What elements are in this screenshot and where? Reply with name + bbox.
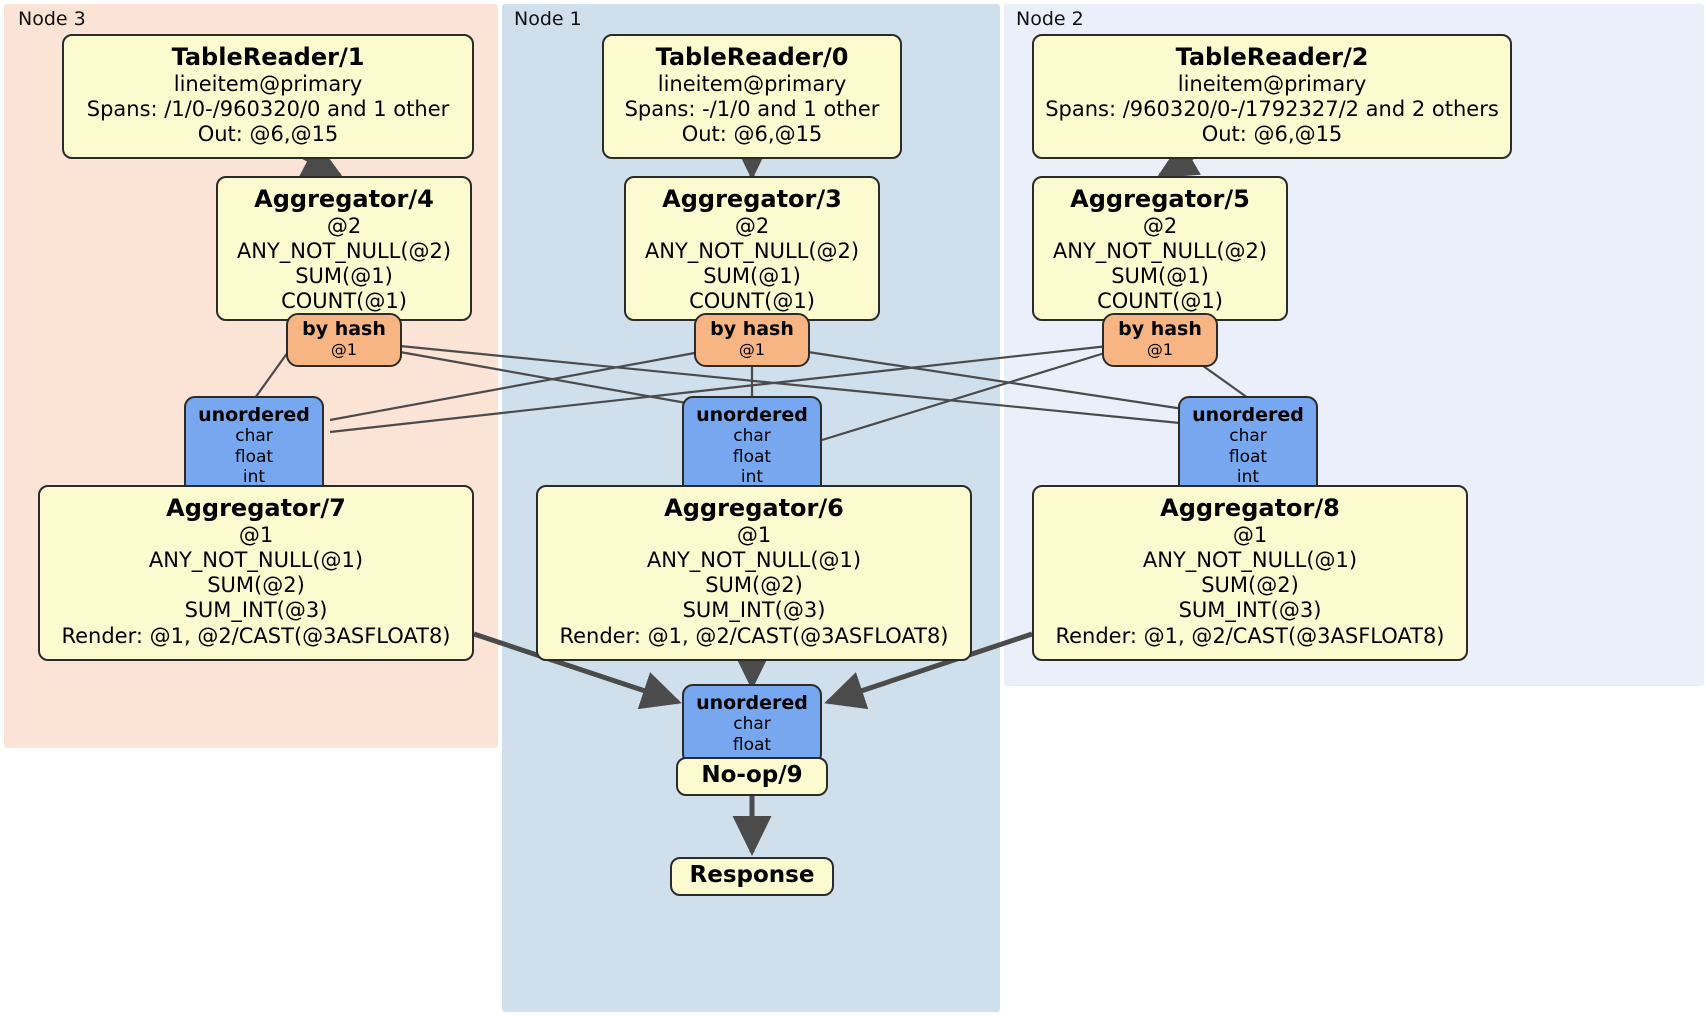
receiver-title: unordered xyxy=(1192,404,1304,426)
processor-detail-line: SUM(@1) xyxy=(295,264,393,289)
processor-detail-line: SUM(@1) xyxy=(1111,264,1209,289)
receiver-type-line: char xyxy=(1229,426,1267,447)
receiver-type-line: int xyxy=(740,467,764,488)
processor-title: Aggregator/7 xyxy=(166,494,346,522)
receiver-type-line: float xyxy=(234,446,274,467)
processor-aggregator-5[interactable]: Aggregator/5 @2 ANY_NOT_NULL(@2) SUM(@1)… xyxy=(1032,176,1288,321)
receiver-title: unordered xyxy=(696,404,808,426)
processor-response[interactable]: Response xyxy=(670,857,834,896)
processor-tablereader-1[interactable]: TableReader/1 lineitem@primary Spans: /1… xyxy=(62,34,474,160)
receiver-title: unordered xyxy=(696,692,808,714)
receiver-title: unordered xyxy=(198,404,310,426)
processor-aggregator-8[interactable]: Aggregator/8 @1 ANY_NOT_NULL(@1) SUM(@2)… xyxy=(1032,485,1468,661)
processor-detail-line: SUM(@2) xyxy=(1201,573,1299,598)
processor-detail-line: lineitem@primary xyxy=(1177,71,1367,96)
receiver-unordered-left[interactable]: unordered char float int xyxy=(184,396,324,498)
processor-noop-9[interactable]: No-op/9 xyxy=(676,757,828,796)
processor-detail-line: @2 xyxy=(326,213,362,238)
processor-aggregator-4[interactable]: Aggregator/4 @2 ANY_NOT_NULL(@2) SUM(@1)… xyxy=(216,176,472,321)
processor-detail-line: ANY_NOT_NULL(@2) xyxy=(1052,239,1268,264)
processor-detail-line: ANY_NOT_NULL(@1) xyxy=(646,548,862,573)
processor-detail-line: ANY_NOT_NULL(@2) xyxy=(236,239,452,264)
processor-detail-line: SUM_INT(@3) xyxy=(184,598,328,623)
panel-label-node-1: Node 1 xyxy=(514,8,582,30)
processor-detail-line: SUM(@2) xyxy=(705,573,803,598)
processor-title: No-op/9 xyxy=(701,762,803,788)
processor-detail-line: SUM(@1) xyxy=(703,264,801,289)
router-title: by hash xyxy=(1118,318,1202,340)
receiver-unordered-right[interactable]: unordered char float int xyxy=(1178,396,1318,498)
router-title: by hash xyxy=(302,318,386,340)
receiver-type-line: float xyxy=(732,734,772,755)
processor-aggregator-3[interactable]: Aggregator/3 @2 ANY_NOT_NULL(@2) SUM(@1)… xyxy=(624,176,880,321)
panel-label-node-3: Node 3 xyxy=(18,8,86,30)
processor-render-line: Render: @1, @2/CAST(@3ASFLOAT8) xyxy=(61,623,451,648)
processor-detail-line: Out: @6,@15 xyxy=(1201,122,1343,147)
router-detail-line: @1 xyxy=(738,339,766,359)
router-by-hash-center[interactable]: by hash @1 xyxy=(694,313,810,368)
processor-tablereader-2[interactable]: TableReader/2 lineitem@primary Spans: /9… xyxy=(1032,34,1512,160)
processor-detail-line: Spans: /960320/0-/1792327/2 and 2 others xyxy=(1045,97,1499,122)
processor-detail-line: Spans: /1/0-/960320/0 and 1 other xyxy=(86,97,450,122)
processor-render-line: Render: @1, @2/CAST(@3ASFLOAT8) xyxy=(559,623,949,648)
processor-detail-line: @1 xyxy=(238,522,274,547)
router-detail-line: @1 xyxy=(330,339,358,359)
processor-title: Aggregator/6 xyxy=(664,494,844,522)
receiver-type-line: char xyxy=(235,426,273,447)
processor-detail-line: @1 xyxy=(736,522,772,547)
processor-title: TableReader/2 xyxy=(1175,43,1369,71)
router-detail-line: @1 xyxy=(1146,339,1174,359)
processor-detail-line: @2 xyxy=(734,213,770,238)
processor-detail-line: lineitem@primary xyxy=(657,71,847,96)
processor-title: TableReader/1 xyxy=(171,43,365,71)
receiver-type-line: char xyxy=(733,714,771,735)
router-by-hash-right[interactable]: by hash @1 xyxy=(1102,313,1218,368)
receiver-type-line: int xyxy=(1236,467,1260,488)
panel-label-node-2: Node 2 xyxy=(1016,8,1084,30)
processor-detail-line: SUM_INT(@3) xyxy=(1178,598,1322,623)
router-by-hash-left[interactable]: by hash @1 xyxy=(286,313,402,368)
processor-detail-line: SUM_INT(@3) xyxy=(682,598,826,623)
processor-detail-line: COUNT(@1) xyxy=(1097,289,1223,314)
receiver-unordered-final[interactable]: unordered char float xyxy=(682,684,822,766)
processor-tablereader-0[interactable]: TableReader/0 lineitem@primary Spans: -/… xyxy=(602,34,902,160)
processor-detail-line: Out: @6,@15 xyxy=(197,122,339,147)
processor-title: Response xyxy=(689,862,815,888)
processor-detail-line: SUM(@2) xyxy=(207,573,305,598)
processor-title: Aggregator/8 xyxy=(1160,494,1340,522)
processor-detail-line: @2 xyxy=(1142,213,1178,238)
receiver-unordered-center[interactable]: unordered char float int xyxy=(682,396,822,498)
processor-title: Aggregator/3 xyxy=(662,185,842,213)
receiver-type-line: char xyxy=(733,426,771,447)
processor-detail-line: Spans: -/1/0 and 1 other xyxy=(624,97,880,122)
receiver-type-line: float xyxy=(732,446,772,467)
processor-detail-line: COUNT(@1) xyxy=(689,289,815,314)
processor-aggregator-6[interactable]: Aggregator/6 @1 ANY_NOT_NULL(@1) SUM(@2)… xyxy=(536,485,972,661)
processor-title: TableReader/0 xyxy=(655,43,849,71)
processor-render-line: Render: @1, @2/CAST(@3ASFLOAT8) xyxy=(1055,623,1445,648)
processor-detail-line: @1 xyxy=(1232,522,1268,547)
processor-detail-line: Out: @6,@15 xyxy=(681,122,823,147)
processor-aggregator-7[interactable]: Aggregator/7 @1 ANY_NOT_NULL(@1) SUM(@2)… xyxy=(38,485,474,661)
processor-detail-line: ANY_NOT_NULL(@1) xyxy=(1142,548,1358,573)
receiver-type-line: int xyxy=(242,467,266,488)
processor-detail-line: lineitem@primary xyxy=(173,71,363,96)
processor-detail-line: COUNT(@1) xyxy=(281,289,407,314)
processor-title: Aggregator/4 xyxy=(254,185,434,213)
router-title: by hash xyxy=(710,318,794,340)
processor-detail-line: ANY_NOT_NULL(@1) xyxy=(148,548,364,573)
receiver-type-line: float xyxy=(1228,446,1268,467)
processor-title: Aggregator/5 xyxy=(1070,185,1250,213)
processor-detail-line: ANY_NOT_NULL(@2) xyxy=(644,239,860,264)
